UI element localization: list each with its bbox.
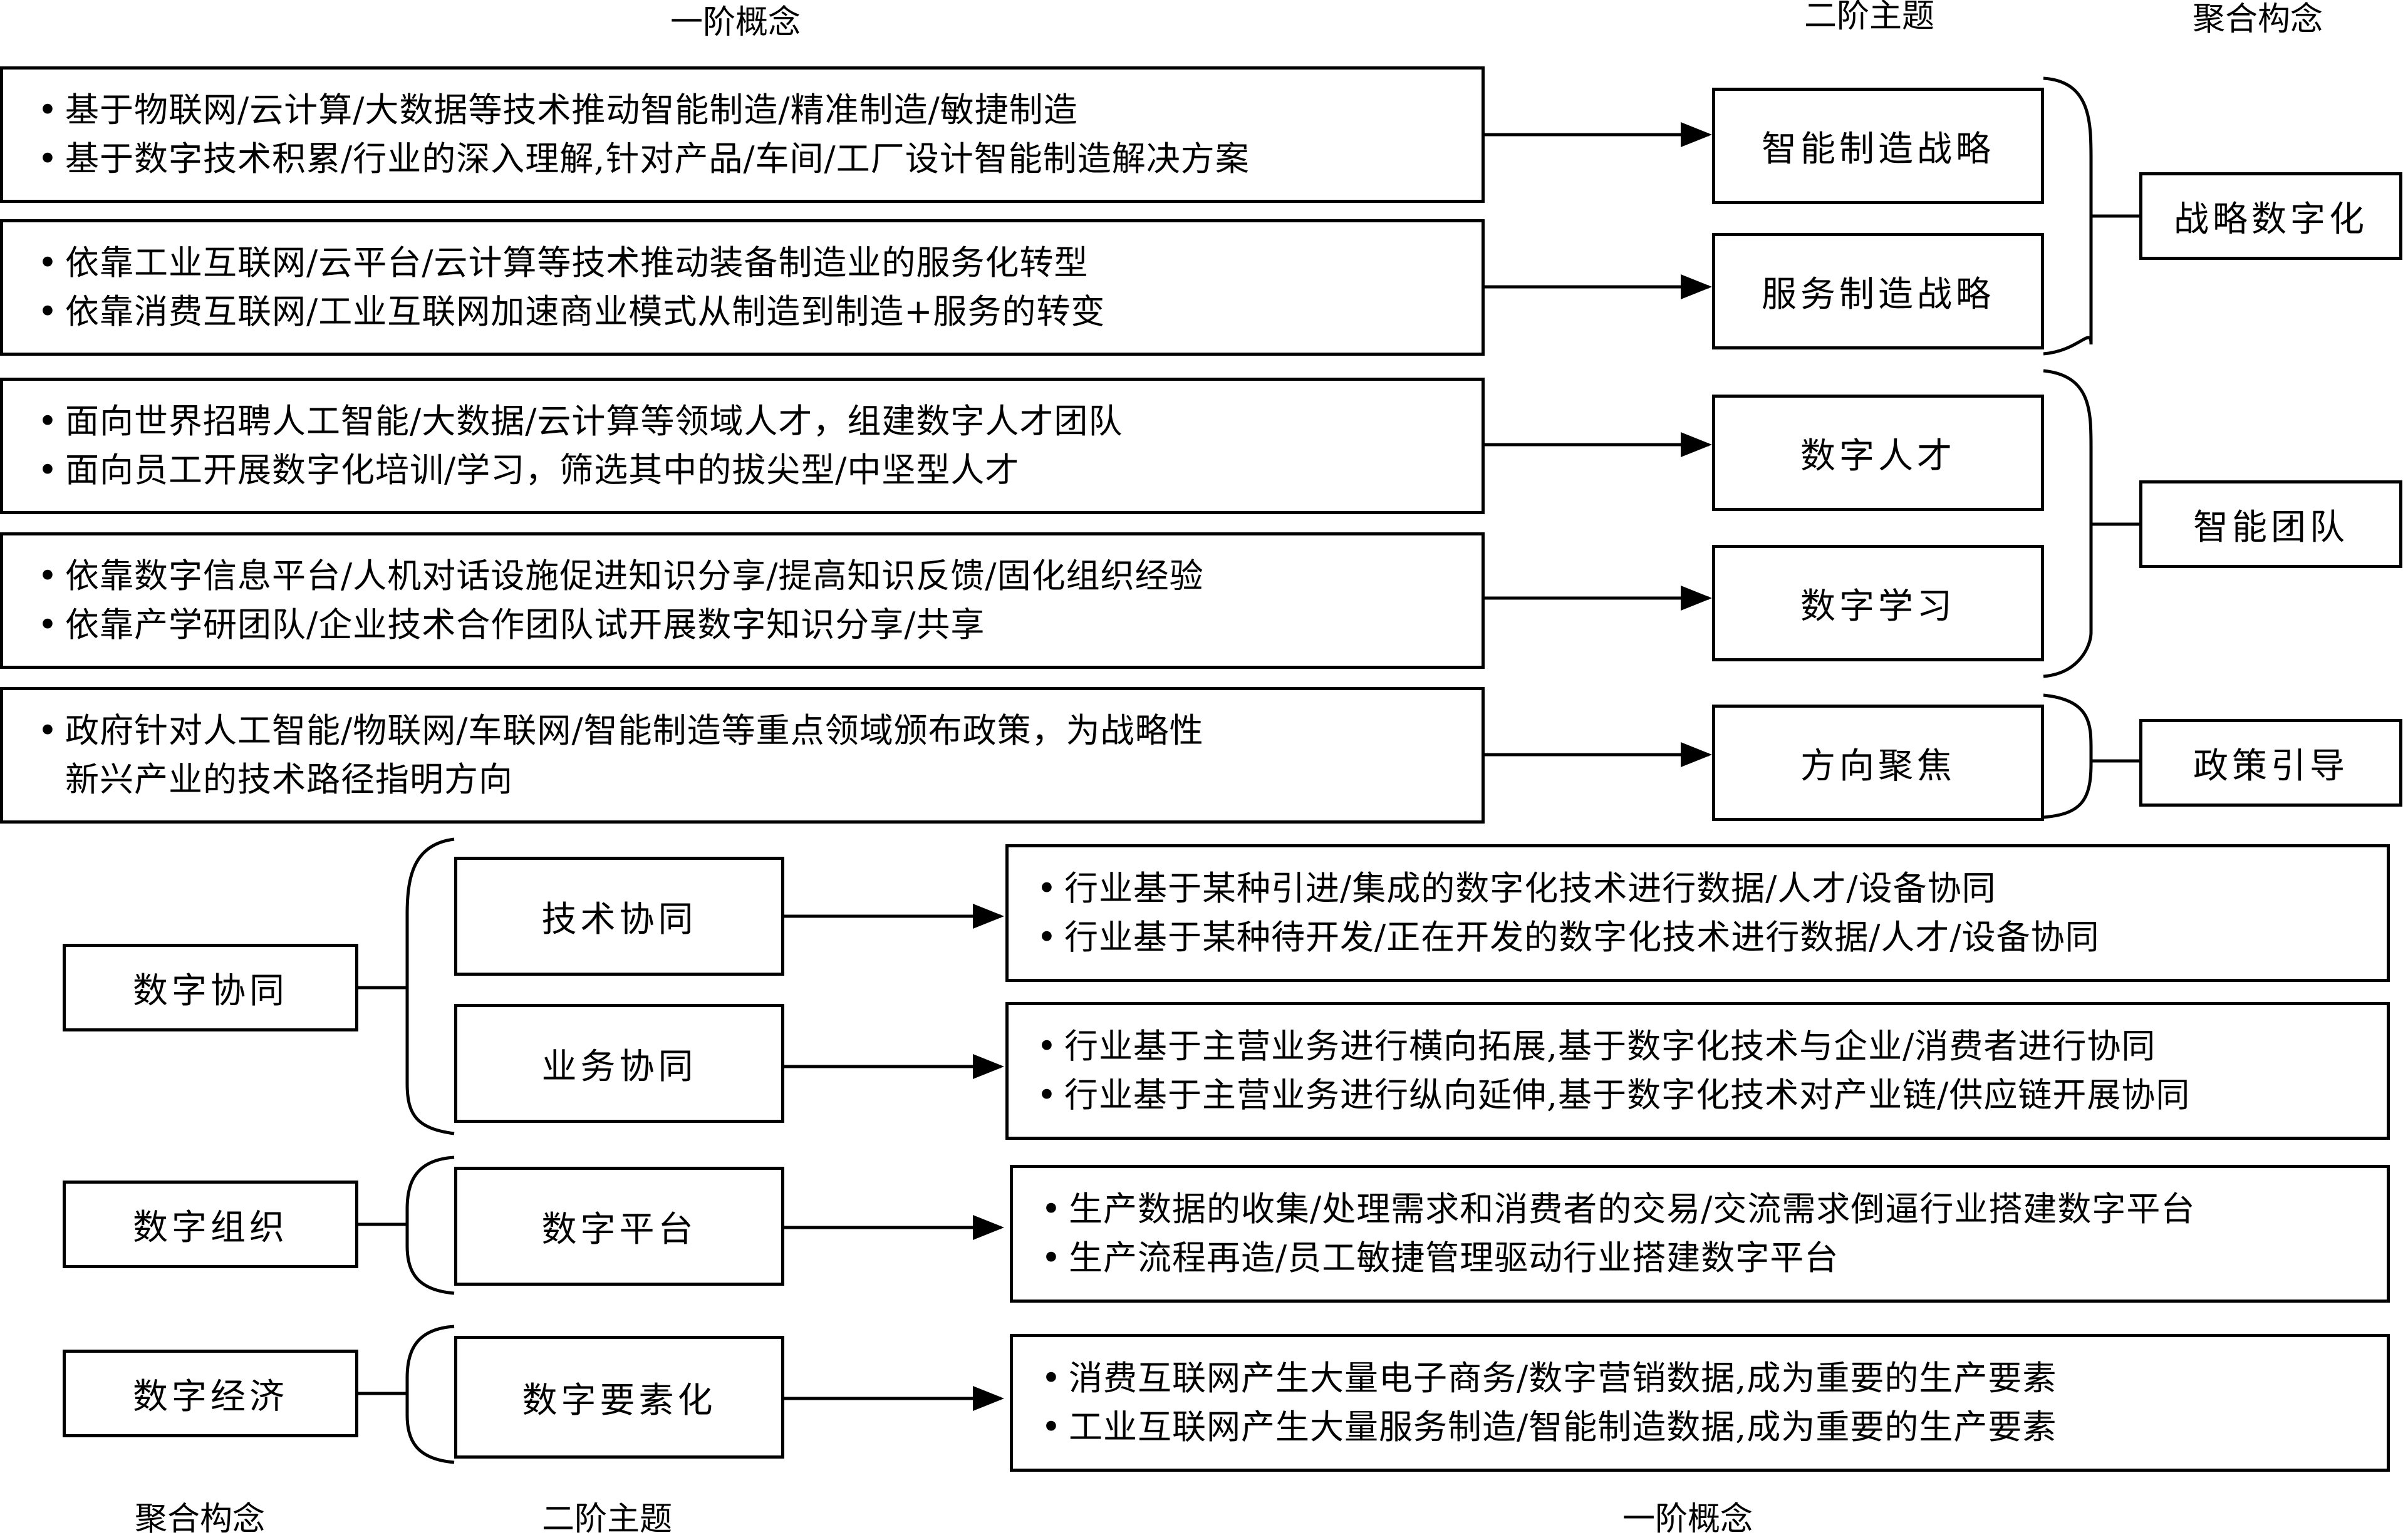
concept-box-bottom-1: •行业基于某种引进/集成的数字化技术进行数据/人才/设备协同 •行业基于某种待开… — [1005, 844, 2390, 982]
concept-line: 面向世界招聘人工智能/大数据/云计算等领域人才，组建数字人才团队 — [65, 401, 1123, 441]
concept-line: 行业基于主营业务进行横向拓展,基于数字化技术与企业/消费者进行协同 — [1064, 1026, 2156, 1066]
header-first-order-top: 一阶概念 — [670, 4, 801, 41]
concept-line: 生产数据的收集/处理需求和消费者的交易/交流需求倒逼行业搭建数字平台 — [1069, 1189, 2196, 1229]
brace-top-1 — [2043, 76, 2093, 356]
theme-box-direction-focus: 方向聚焦 — [1712, 705, 2044, 821]
concept-line: 工业互联网产生大量服务制造/智能制造数据,成为重要的生产要素 — [1069, 1407, 2057, 1447]
concept-box-bottom-2: •行业基于主营业务进行横向拓展,基于数字化技术与企业/消费者进行协同 •行业基于… — [1005, 1002, 2390, 1140]
brace-bottom-2 — [405, 1155, 455, 1295]
concept-line: 依靠消费互联网/工业互联网加速商业模式从制造到制造+服务的转变 — [65, 292, 1106, 331]
brace-top-2 — [2043, 369, 2093, 678]
concept-line: 基于物联网/云计算/大数据等技术推动智能制造/精准制造/敏捷制造 — [65, 90, 1078, 130]
concept-line: 政府针对人工智能/物联网/车联网/智能制造等重点领域颁布政策，为战略性 — [65, 710, 1204, 750]
concept-box-top-3: •面向世界招聘人工智能/大数据/云计算等领域人才，组建数字人才团队 •面向员工开… — [0, 378, 1485, 514]
concept-box-bottom-4: •消费互联网产生大量电子商务/数字营销数据,成为重要的生产要素 •工业互联网产生… — [1010, 1334, 2390, 1472]
concept-line: 行业基于某种引进/集成的数字化技术进行数据/人才/设备协同 — [1064, 868, 1996, 908]
concept-line: 行业基于主营业务进行纵向延伸,基于数字化技术对产业链/供应链开展协同 — [1064, 1075, 2191, 1115]
concept-box-top-1: •基于物联网/云计算/大数据等技术推动智能制造/精准制造/敏捷制造 •基于数字技… — [0, 66, 1485, 203]
concept-line: 生产流程再造/员工敏捷管理驱动行业搭建数字平台 — [1069, 1238, 1839, 1278]
brace-bottom-3 — [405, 1325, 455, 1464]
theme-box-tech-synergy: 技术协同 — [454, 857, 784, 976]
aggregate-box-digital-economy: 数字经济 — [63, 1350, 358, 1437]
aggregate-box-digital-organization: 数字组织 — [63, 1181, 358, 1268]
theme-box-business-synergy: 业务协同 — [454, 1004, 784, 1123]
concept-box-top-2: •依靠工业互联网/云平台/云计算等技术推动装备制造业的服务化转型 •依靠消费互联… — [0, 219, 1485, 356]
concept-box-top-5: •政府针对人工智能/物联网/车联网/智能制造等重点领域颁布政策，为战略性 新兴产… — [0, 687, 1485, 824]
concept-line: 行业基于某种待开发/正在开发的数字化技术进行数据/人才/设备协同 — [1064, 917, 2100, 957]
concept-box-bottom-3: •生产数据的收集/处理需求和消费者的交易/交流需求倒逼行业搭建数字平台 •生产流… — [1010, 1165, 2390, 1303]
header-aggregate-top: 聚合构念 — [2193, 1, 2323, 38]
theme-box-digital-platform: 数字平台 — [454, 1167, 784, 1286]
brace-top-3 — [2043, 693, 2093, 819]
aggregate-box-policy-guidance: 政策引导 — [2139, 719, 2402, 807]
concept-line: 依靠产学研团队/企业技术合作团队试开展数字知识分享/共享 — [65, 605, 985, 644]
header-first-order-bottom: 一阶概念 — [1622, 1501, 1753, 1538]
concept-line: 依靠数字信息平台/人机对话设施促进知识分享/提高知识反馈/固化组织经验 — [65, 556, 1204, 596]
theme-box-digital-talent: 数字人才 — [1712, 395, 2044, 511]
concept-line: 新兴产业的技术路径指明方向 — [65, 760, 513, 799]
header-second-order-bottom: 二阶主题 — [542, 1501, 673, 1538]
theme-box-digital-factorization: 数字要素化 — [454, 1336, 784, 1459]
concept-line: 依靠工业互联网/云平台/云计算等技术推动装备制造业的服务化转型 — [65, 242, 1089, 282]
theme-box-intelligent-manufacturing: 智能制造战略 — [1712, 88, 2044, 204]
theme-box-service-manufacturing: 服务制造战略 — [1712, 233, 2044, 349]
aggregate-box-intelligent-team: 智能团队 — [2139, 480, 2402, 568]
header-aggregate-bottom: 聚合构念 — [135, 1501, 266, 1538]
brace-bottom-1 — [405, 837, 455, 1135]
aggregate-box-digital-synergy: 数字协同 — [63, 944, 358, 1031]
concept-box-top-4: •依靠数字信息平台/人机对话设施促进知识分享/提高知识反馈/固化组织经验 •依靠… — [0, 532, 1485, 669]
concept-line: 基于数字技术积累/行业的深入理解,针对产品/车间/工厂设计智能制造解决方案 — [65, 139, 1250, 178]
concept-line: 消费互联网产生大量电子商务/数字营销数据,成为重要的生产要素 — [1069, 1358, 2057, 1398]
concept-line: 面向员工开展数字化培训/学习，筛选其中的拔尖型/中坚型人才 — [65, 450, 1020, 490]
theme-box-digital-learning: 数字学习 — [1712, 545, 2044, 661]
header-second-order-top: 二阶主题 — [1804, 0, 1935, 35]
aggregate-box-strategy-digitalization: 战略数字化 — [2139, 172, 2402, 260]
